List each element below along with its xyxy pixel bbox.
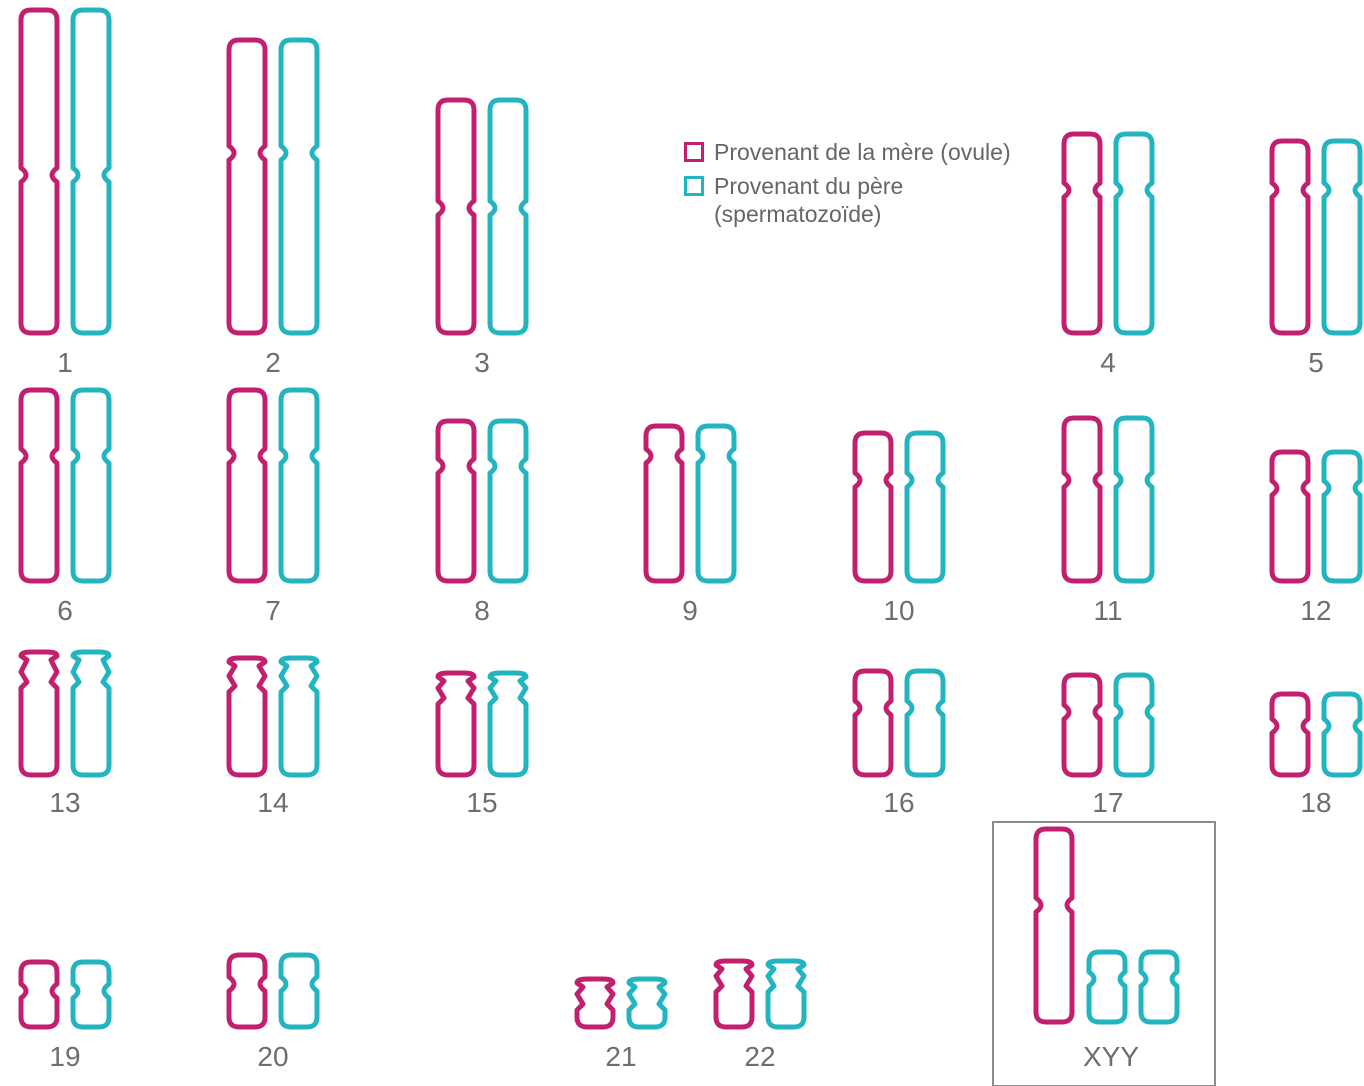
chromosome-label-8: 8 — [474, 595, 490, 626]
sex-chromosome-y-3 — [1141, 952, 1177, 1022]
chromosome-label-12: 12 — [1300, 595, 1331, 626]
chromosome-12-paternal — [1324, 452, 1360, 581]
chromosome-2-paternal — [281, 40, 317, 333]
chromosome-label-21: 21 — [605, 1041, 636, 1072]
chromosome-label-17: 17 — [1092, 787, 1123, 818]
chromosome-label-14: 14 — [257, 787, 288, 818]
chromosome-label-2: 2 — [265, 347, 281, 378]
chromosome-label-16: 16 — [883, 787, 914, 818]
chromosome-22-maternal — [716, 961, 752, 1027]
chromosome-8-maternal — [438, 421, 474, 581]
chromosome-14-paternal — [281, 658, 317, 775]
chromosome-label-1: 1 — [57, 347, 73, 378]
chromosome-11-maternal — [1064, 418, 1100, 581]
chromosome-label-7: 7 — [265, 595, 281, 626]
chromosome-label-3: 3 — [474, 347, 490, 378]
chromosome-10-maternal — [855, 433, 891, 581]
legend-item-mother: Provenant de la mère (ovule) — [684, 138, 1011, 166]
chromosome-15-paternal — [490, 673, 526, 775]
chromosome-19-maternal — [21, 962, 57, 1027]
chromosome-13-maternal — [21, 652, 57, 775]
chromosome-6-paternal — [73, 390, 109, 581]
chromosome-21-paternal — [629, 979, 665, 1027]
chromosome-label-5: 5 — [1308, 347, 1324, 378]
chromosome-label-11: 11 — [1093, 595, 1122, 626]
chromosome-label-4: 4 — [1100, 347, 1116, 378]
sex-chromosome-y-2 — [1089, 952, 1125, 1022]
chromosome-15-maternal — [438, 673, 474, 775]
chromosome-9-paternal — [698, 426, 734, 581]
chromosome-2-maternal — [229, 40, 265, 333]
chromosome-18-paternal — [1324, 694, 1360, 775]
chromosome-1-maternal — [21, 10, 57, 333]
chromosome-6-maternal — [21, 390, 57, 581]
chromosome-20-maternal — [229, 955, 265, 1027]
chromosome-19-paternal — [73, 962, 109, 1027]
chromosome-9-maternal — [646, 426, 682, 581]
chromosome-20-paternal — [281, 955, 317, 1027]
chromosome-label-13: 13 — [49, 787, 80, 818]
chromosome-7-maternal — [229, 390, 265, 581]
chromosome-8-paternal — [490, 421, 526, 581]
legend-father-label: Provenant du père(spermatozoïde) — [714, 172, 903, 228]
chromosome-12-maternal — [1272, 452, 1308, 581]
chromosome-17-paternal — [1116, 675, 1152, 775]
father-swatch-icon — [684, 176, 704, 196]
sex-chromosome-label: XYY — [1083, 1041, 1139, 1072]
chromosome-label-15: 15 — [466, 787, 497, 818]
chromosome-label-18: 18 — [1300, 787, 1331, 818]
chromosome-11-paternal — [1116, 418, 1152, 581]
legend-item-father: Provenant du père(spermatozoïde) — [684, 172, 1011, 228]
chromosome-4-paternal — [1116, 134, 1152, 333]
chromosome-16-paternal — [907, 671, 943, 775]
chromosome-label-10: 10 — [883, 595, 914, 626]
chromosome-7-paternal — [281, 390, 317, 581]
legend-father-label-line1: Provenant du père — [714, 173, 903, 199]
legend-mother-label: Provenant de la mère (ovule) — [714, 138, 1011, 166]
chromosome-21-maternal — [577, 979, 613, 1027]
chromosome-label-6: 6 — [57, 595, 73, 626]
chromosome-16-maternal — [855, 671, 891, 775]
chromosome-18-maternal — [1272, 694, 1308, 775]
chromosome-4-maternal — [1064, 134, 1100, 333]
chromosome-17-maternal — [1064, 675, 1100, 775]
legend-father-label-line2: (spermatozoïde) — [714, 201, 881, 227]
chromosome-14-maternal — [229, 658, 265, 775]
chromosome-5-paternal — [1324, 141, 1360, 333]
sex-chromosome-x-1 — [1036, 829, 1072, 1022]
mother-swatch-icon — [684, 142, 704, 162]
chromosome-13-paternal — [73, 652, 109, 775]
chromosome-label-19: 19 — [49, 1041, 80, 1072]
chromosome-10-paternal — [907, 433, 943, 581]
chromosome-5-maternal — [1272, 141, 1308, 333]
chromosome-3-maternal — [438, 100, 474, 333]
chromosome-label-20: 20 — [257, 1041, 288, 1072]
chromosome-1-paternal — [73, 10, 109, 333]
legend: Provenant de la mère (ovule) Provenant d… — [684, 138, 1011, 234]
chromosome-label-22: 22 — [744, 1041, 775, 1072]
chromosome-3-paternal — [490, 100, 526, 333]
chromosome-22-paternal — [768, 961, 804, 1027]
chromosome-label-9: 9 — [682, 595, 698, 626]
